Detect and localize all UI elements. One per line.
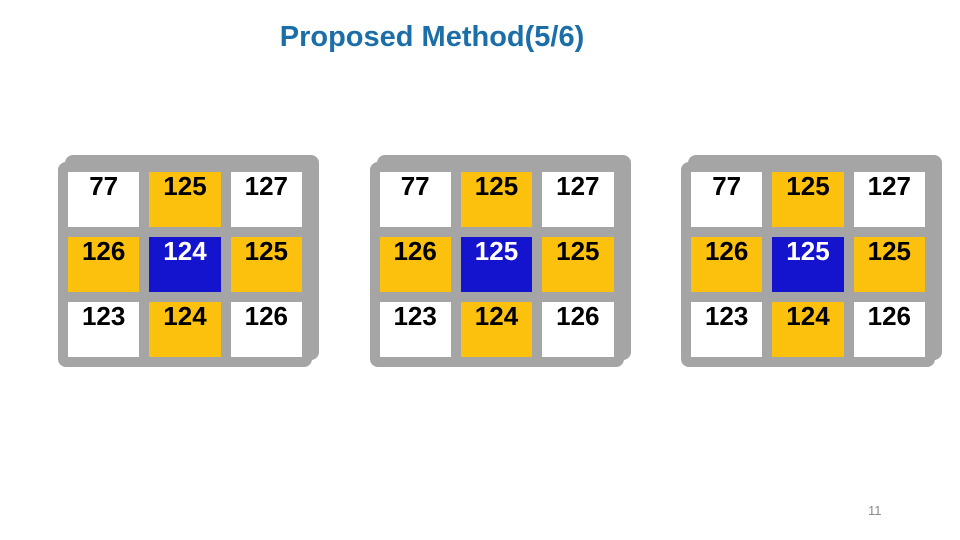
grid-cell: 125 xyxy=(460,237,533,292)
grid-cell: 126 xyxy=(379,237,451,292)
grid-cell: 125 xyxy=(542,237,614,292)
grid-cell: 125 xyxy=(853,237,925,292)
grid-cell: 127 xyxy=(853,172,925,227)
grid-cell: 126 xyxy=(542,302,614,357)
grid-cell: 124 xyxy=(149,237,221,292)
grid-cell: 127 xyxy=(230,172,302,227)
grid-cell: 126 xyxy=(230,302,302,357)
grid-cell: 125 xyxy=(772,172,844,227)
grid-cell: 125 xyxy=(772,237,844,292)
grid-cell: 123 xyxy=(68,302,140,357)
slide-title: Proposed Method(5/6) xyxy=(279,21,585,53)
grid-cell: 124 xyxy=(460,302,533,357)
grid-cell: 123 xyxy=(379,302,451,357)
page-number: 11 xyxy=(868,503,882,518)
grid-cell: 126 xyxy=(68,237,140,292)
grid-cell: 123 xyxy=(691,302,763,357)
grid-cell: 124 xyxy=(772,302,844,357)
grid-cell: 125 xyxy=(230,237,302,292)
grid-cell: 125 xyxy=(460,172,533,227)
grid-cell: 124 xyxy=(149,302,221,357)
grid-cell: 126 xyxy=(853,302,925,357)
grid-cell: 127 xyxy=(542,172,614,227)
grid-cell: 77 xyxy=(68,172,140,227)
grid-cell: 125 xyxy=(149,172,221,227)
grid-cell: 77 xyxy=(691,172,763,227)
grid-cell: 77 xyxy=(379,172,451,227)
grid-cell: 126 xyxy=(691,237,763,292)
